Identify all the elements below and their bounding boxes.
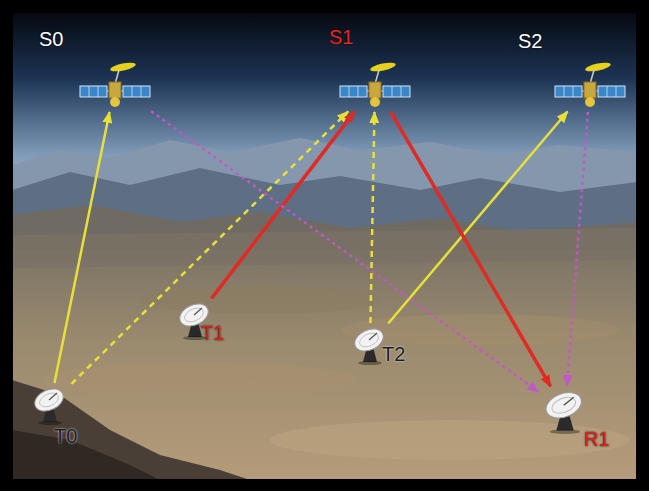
station-label: T0 [54, 425, 77, 447]
station-label: S2 [518, 30, 542, 52]
signal-link [151, 111, 538, 392]
signal-link [54, 112, 109, 383]
satellite: S0 [75, 60, 155, 110]
signal-link [370, 112, 374, 323]
station-label: R1 [584, 428, 610, 450]
satellite-icon [550, 60, 630, 110]
station-label: T2 [382, 343, 405, 365]
satellite: S2 [550, 60, 630, 110]
station-label: T1 [201, 322, 224, 344]
signal-link [391, 112, 551, 387]
dish-antenna-icon [540, 388, 590, 434]
satellite: S1 [335, 60, 415, 110]
satellite-icon [75, 60, 155, 110]
ground-station: T1 [175, 300, 215, 340]
station-label: S1 [329, 26, 353, 48]
station-label: S0 [39, 28, 63, 50]
signal-link [388, 112, 567, 324]
ground-station: T0 [30, 385, 70, 425]
ground-station: T2 [350, 325, 390, 365]
signal-link [212, 112, 355, 299]
satellite-icon [335, 60, 415, 110]
receiver-station: R1 [540, 388, 590, 434]
signal-link [567, 112, 588, 386]
dish-antenna-icon [30, 385, 70, 425]
